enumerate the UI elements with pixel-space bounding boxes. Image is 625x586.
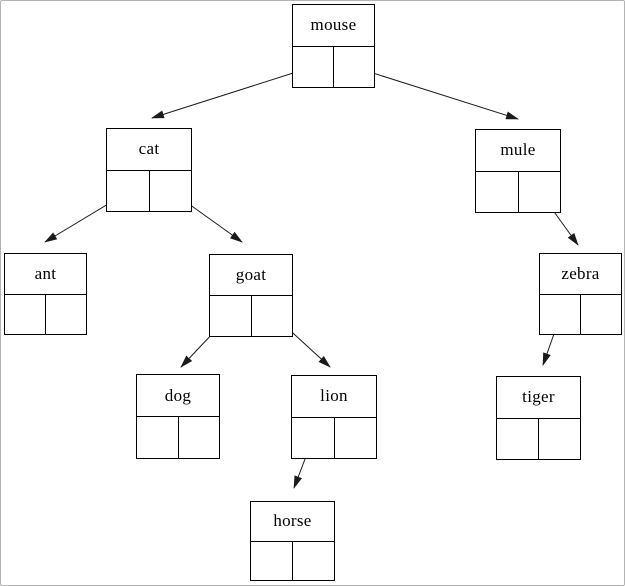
node-label: horse bbox=[251, 502, 334, 542]
left-pointer-cell bbox=[210, 296, 252, 336]
node-label: mouse bbox=[293, 5, 374, 47]
node-label: dog bbox=[137, 375, 219, 417]
pointer-row bbox=[292, 417, 377, 459]
right-pointer-cell bbox=[293, 542, 334, 581]
pointer-row bbox=[251, 541, 334, 581]
pointer-row bbox=[540, 294, 621, 335]
pointer-row bbox=[293, 46, 374, 88]
pointer-row bbox=[5, 294, 86, 335]
node-label: zebra bbox=[540, 254, 621, 295]
right-pointer-cell bbox=[539, 419, 580, 460]
right-pointer-cell bbox=[335, 418, 377, 459]
pointer-row bbox=[497, 418, 580, 460]
node-label: cat bbox=[107, 129, 191, 171]
tree-node-cat: cat bbox=[106, 128, 192, 212]
left-pointer-cell bbox=[293, 46, 334, 87]
node-label: tiger bbox=[497, 377, 580, 419]
right-pointer-cell bbox=[179, 417, 220, 458]
node-label: goat bbox=[210, 255, 292, 296]
pointer-row bbox=[476, 171, 561, 213]
node-label: ant bbox=[5, 254, 86, 295]
left-pointer-cell bbox=[107, 170, 150, 211]
pointer-row bbox=[107, 170, 192, 212]
left-pointer-cell bbox=[5, 294, 46, 334]
right-pointer-cell bbox=[150, 171, 192, 212]
node-label: mule bbox=[476, 130, 560, 172]
right-pointer-cell bbox=[46, 295, 86, 335]
left-pointer-cell bbox=[137, 417, 179, 458]
left-pointer-cell bbox=[251, 541, 293, 580]
edge-mouse-right-mule bbox=[353, 66, 519, 120]
tree-node-dog: dog bbox=[136, 374, 220, 459]
tree-node-ant: ant bbox=[4, 253, 87, 335]
pointer-row bbox=[137, 417, 219, 458]
left-pointer-cell bbox=[476, 171, 519, 212]
tree-node-lion: lion bbox=[291, 375, 377, 459]
tree-node-horse: horse bbox=[250, 501, 335, 581]
left-pointer-cell bbox=[497, 418, 539, 459]
right-pointer-cell bbox=[334, 47, 374, 88]
right-pointer-cell bbox=[519, 172, 561, 213]
tree-node-tiger: tiger bbox=[496, 376, 581, 460]
right-pointer-cell bbox=[252, 296, 293, 336]
left-pointer-cell bbox=[292, 417, 335, 458]
tree-node-goat: goat bbox=[209, 254, 293, 337]
node-label: lion bbox=[292, 376, 376, 418]
edge-mouse-left-cat bbox=[151, 66, 313, 119]
tree-node-zebra: zebra bbox=[539, 253, 622, 335]
tree-node-mule: mule bbox=[475, 129, 561, 213]
left-pointer-cell bbox=[540, 294, 581, 334]
right-pointer-cell bbox=[581, 295, 621, 335]
tree-node-mouse: mouse bbox=[292, 4, 375, 88]
pointer-row bbox=[210, 296, 292, 336]
